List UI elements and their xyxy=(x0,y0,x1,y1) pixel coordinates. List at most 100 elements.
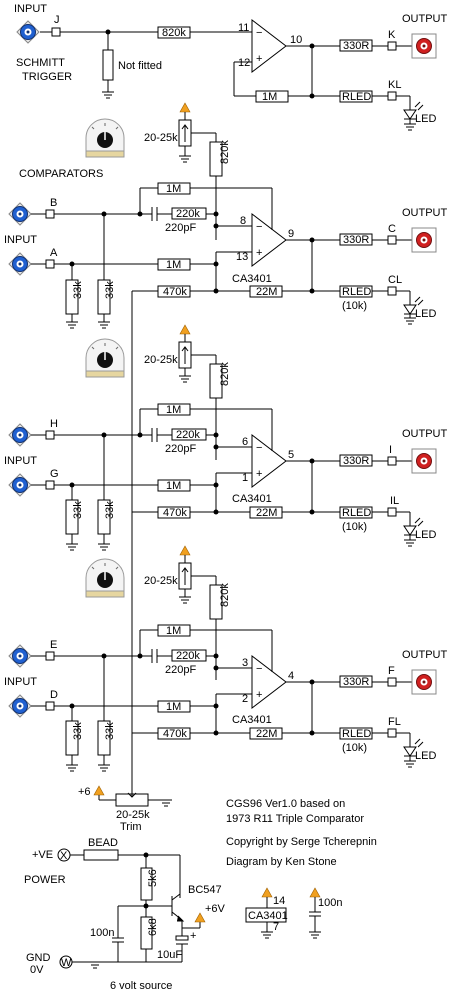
knob-3-icon[interactable] xyxy=(85,558,125,598)
top-pin-10: 10 xyxy=(290,34,302,46)
svg-text:−: − xyxy=(256,663,262,675)
schmitt-trigger-section: INPUT SCHMITT TRIGGER J Not fitted 820k … xyxy=(14,3,448,131)
pve-label: +VE xyxy=(32,849,53,861)
jack-c-label: C xyxy=(388,223,396,235)
r5k6-label: 5k6 xyxy=(147,869,159,887)
svg-text:X: X xyxy=(60,850,68,862)
c1-22m: 22M xyxy=(256,286,277,298)
ic-power-section: 14 CA3401 7 100n xyxy=(245,887,342,939)
c2-22m: 22M xyxy=(256,507,277,519)
svg-text:+: + xyxy=(256,689,262,701)
transistor-label: BC547 xyxy=(188,884,222,896)
c1-1m-b: 1M xyxy=(166,259,181,271)
input-jack-g-icon[interactable] xyxy=(8,473,32,497)
c2-rled-val: (10k) xyxy=(342,521,367,533)
svg-text:+: + xyxy=(256,53,262,65)
comparator-3-section: 20-25k 820k E INPUT D 1M 220pF 220k − xyxy=(4,545,448,772)
comparator-2-section: 20-25k 820k H INPUT G 1M 220pF 220k − xyxy=(4,324,448,551)
top-pin-11: 11 xyxy=(238,22,249,34)
c1-pin-9: 9 xyxy=(288,228,294,240)
jack-k-label: K xyxy=(388,29,396,41)
c3-1m-b: 1M xyxy=(166,701,181,713)
zero-v-label: 0V xyxy=(30,964,44,976)
led-cl-label: LED xyxy=(415,308,436,320)
c1-220pf: 220pF xyxy=(165,222,196,234)
top-1m: 1M xyxy=(262,91,277,103)
knob-2-icon[interactable] xyxy=(85,338,125,378)
jack-kl-label: KL xyxy=(388,79,401,91)
ic-pin-7: 7 xyxy=(273,921,279,933)
c2-ic-label: CA3401 xyxy=(232,493,272,505)
bead-label: BEAD xyxy=(88,837,118,849)
output-jack-f-icon[interactable] xyxy=(411,669,437,695)
c3-33k-a: 33k xyxy=(72,722,84,740)
input-jack-d-icon[interactable] xyxy=(8,694,32,718)
c1-220k: 220k xyxy=(176,208,200,220)
pot-3-label: 20-25k xyxy=(144,575,178,587)
c2-1m-a: 1M xyxy=(166,404,181,416)
credit-line-2: 1973 R11 Triple Comparator xyxy=(226,813,364,825)
svg-text:−: − xyxy=(256,221,262,233)
c2-pin-5: 5 xyxy=(288,449,294,461)
jack-e-label: E xyxy=(50,639,57,651)
output-label-f: OUTPUT xyxy=(402,649,448,661)
led-fl-label: LED xyxy=(415,750,436,762)
jack-il-label: IL xyxy=(390,495,399,507)
output-jack-c-icon[interactable] xyxy=(411,227,437,253)
c3-rled-val: (10k) xyxy=(342,742,367,754)
c2-220k: 220k xyxy=(176,429,200,441)
svg-text:−: − xyxy=(256,442,262,454)
c3-820k: 820k xyxy=(219,583,231,607)
jack-cl-label: CL xyxy=(388,274,402,286)
jack-f-label: F xyxy=(388,665,395,677)
output-jack-k-icon[interactable] xyxy=(411,33,437,59)
svg-text:+: + xyxy=(256,468,262,480)
jack-j-label: J xyxy=(54,14,60,26)
pot-2-label: 20-25k xyxy=(144,354,178,366)
input-jack-b-icon[interactable] xyxy=(8,202,32,226)
led-kl-label: LED xyxy=(415,113,436,125)
credit-line-4: Diagram by Ken Stone xyxy=(226,856,337,868)
input-jack-e-icon[interactable] xyxy=(8,644,32,668)
jack-g-label: G xyxy=(50,468,59,480)
knob-1-icon[interactable] xyxy=(85,118,125,158)
c3-220k: 220k xyxy=(176,650,200,662)
c1-33k-a: 33k xyxy=(72,281,84,299)
c2-rled: RLED xyxy=(342,507,371,519)
power-label: POWER xyxy=(24,874,66,886)
output-label-c: OUTPUT xyxy=(402,207,448,219)
jack-d-label: D xyxy=(50,689,58,701)
credits: CGS96 Ver1.0 based on 1973 R11 Triple Co… xyxy=(226,798,377,868)
c1-pin-13: 13 xyxy=(236,251,248,263)
output-jack-i-icon[interactable] xyxy=(411,448,437,474)
r6k8-label: 6k8 xyxy=(147,918,159,936)
svg-text:+: + xyxy=(256,247,262,259)
decoupling-100n-label: 100n xyxy=(318,897,342,909)
c3-330r: 330R xyxy=(343,676,369,688)
comparator-1-section: COMPARATORS 20-25k 820k B INPUT A 1M 220 xyxy=(4,102,448,329)
input-jack-j-icon[interactable] xyxy=(16,20,40,44)
jack-a-label: A xyxy=(50,247,58,259)
pot-1-label: 20-25k xyxy=(144,132,178,144)
c3-ic-label: CA3401 xyxy=(232,714,272,726)
c2-pin-1: 1 xyxy=(242,472,248,484)
top-820k: 820k xyxy=(162,27,186,39)
c2-pin-6: 6 xyxy=(242,436,248,448)
c1-1m-a: 1M xyxy=(166,183,181,195)
power-section: +VE X POWER BEAD 5k6 BC547 +6V 100n 6k xyxy=(24,837,226,992)
c2-1m-b: 1M xyxy=(166,480,181,492)
c1-33k-b: 33k xyxy=(104,281,116,299)
top-rled: RLED xyxy=(342,91,371,103)
input-jack-h-icon[interactable] xyxy=(8,423,32,447)
c1-820k: 820k xyxy=(219,140,231,164)
c1-rled-val: (10k) xyxy=(342,300,367,312)
input-label-1: INPUT xyxy=(4,234,37,246)
c2-330r: 330R xyxy=(343,455,369,467)
credit-line-1: CGS96 Ver1.0 based on xyxy=(226,798,345,810)
input-jack-a-icon[interactable] xyxy=(8,252,32,276)
trim-section: +6 20-25k Trim xyxy=(78,785,173,833)
plus6v-label: +6V xyxy=(205,903,226,915)
svg-text:−: − xyxy=(256,27,262,39)
